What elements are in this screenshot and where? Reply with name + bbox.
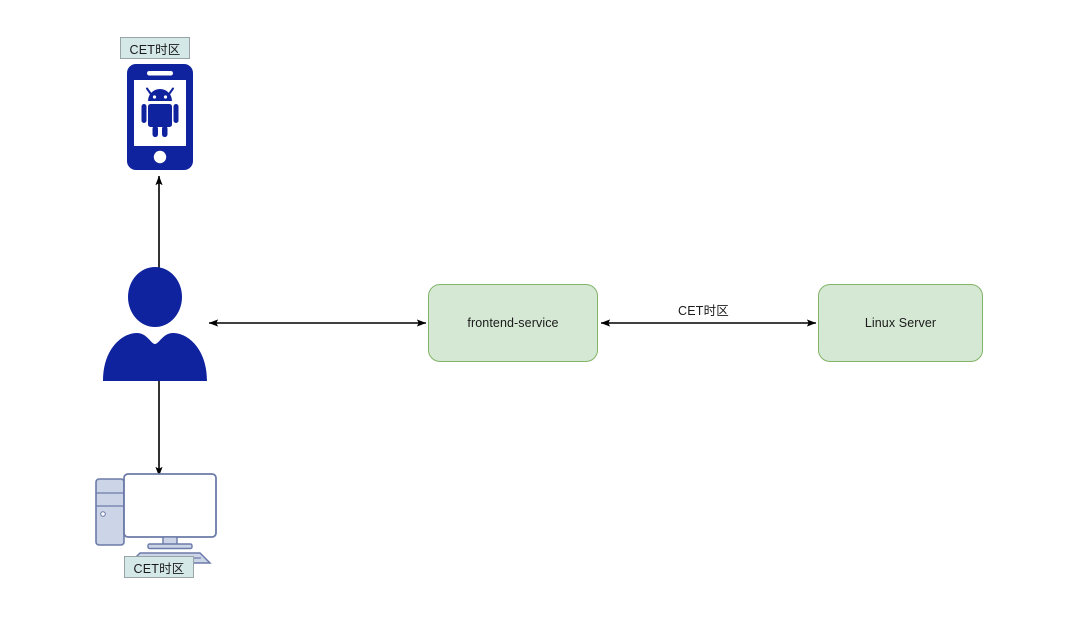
timezone-label-server-link-text: CET时区 xyxy=(678,304,730,318)
frontend-service-label: frontend-service xyxy=(467,316,559,330)
linux-server-node[interactable]: Linux Server xyxy=(818,284,983,362)
edges-layer xyxy=(155,175,817,477)
desktop-computer-icon xyxy=(95,473,217,564)
linux-server-label: Linux Server xyxy=(864,316,937,330)
timezone-label-phone: CET时区 xyxy=(120,37,190,59)
person-icon xyxy=(103,267,207,381)
timezone-label-computer-text: CET时区 xyxy=(133,561,185,576)
timezone-label-phone-text: CET时区 xyxy=(129,42,181,57)
android-phone-icon xyxy=(127,64,193,170)
frontend-service-node[interactable]: frontend-service xyxy=(428,284,598,362)
timezone-label-computer: CET时区 xyxy=(124,556,194,578)
android-robot-glyph xyxy=(141,87,179,137)
timezone-label-server-link: CET时区 xyxy=(678,300,729,319)
